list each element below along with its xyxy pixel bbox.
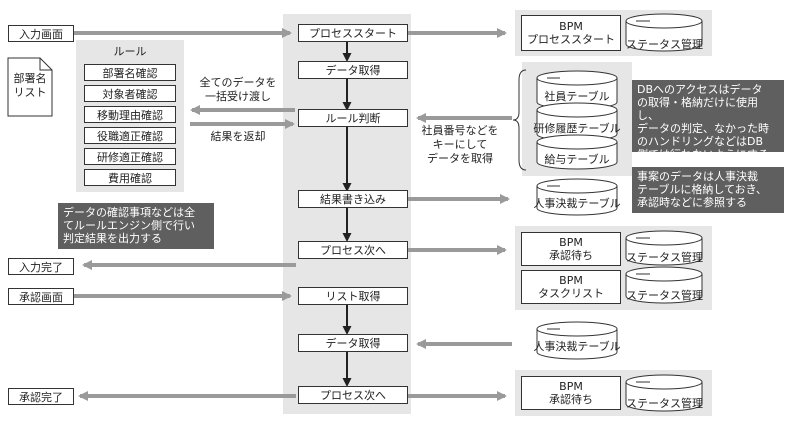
- bpm-subtitle: プロセススタート: [527, 33, 615, 46]
- list-fetch-box: リスト取得: [298, 287, 408, 305]
- input-screen-box: 入力画面: [8, 25, 74, 42]
- status-database-icon: [625, 374, 703, 412]
- status-label: ステータス管理: [626, 397, 703, 410]
- salary-table-label: 給与テーブル: [544, 153, 610, 166]
- database-icon: [536, 321, 618, 360]
- employee-key-label: 社員番号などを キーにして データを取得: [421, 124, 499, 165]
- bpm-title: BPM: [559, 380, 583, 393]
- status-label: ステータス管理: [626, 289, 703, 302]
- rule-item: 部署名確認: [84, 64, 176, 81]
- approval-screen-box: 承認画面: [8, 288, 74, 305]
- status-label: ステータス管理: [626, 251, 703, 264]
- hr-approval-table-label: 人事決裁テーブル: [533, 197, 621, 210]
- rule-engine-note: データの確認事項などは全 てルールエンジン側で行い 判定結果を出力する: [58, 203, 214, 249]
- approval-done-box: 承認完了: [8, 388, 74, 405]
- bpm-title: BPM: [559, 274, 583, 287]
- bpm-title: BPM: [559, 236, 583, 249]
- database-icon: [536, 134, 618, 170]
- status-database-icon: [625, 230, 703, 266]
- bpm-waiting-box: BPM 承認待ち: [521, 232, 621, 266]
- brace-icon: [512, 69, 527, 171]
- rule-item: 移動理由確認: [84, 106, 176, 123]
- employee-table-label: 社員テーブル: [544, 90, 610, 103]
- return-result-label: 結果を返却: [210, 130, 266, 143]
- database-icon: [536, 70, 618, 110]
- bpm-tasklist-box: BPM タスクリスト: [521, 270, 621, 304]
- db-access-note: DBへのアクセスはデータ の取得・格納だけに使用し、 データの判定、なかった時 …: [632, 80, 784, 161]
- bpm-process-start-box: BPM プロセススタート: [521, 15, 621, 51]
- rule-item: 対象者確認: [84, 85, 176, 102]
- document-icon: [7, 57, 53, 117]
- input-done-box: 入力完了: [8, 258, 74, 275]
- training-table-label: 研修履歴テーブル: [533, 122, 621, 135]
- rules-title: ルール: [113, 45, 147, 58]
- hr-table-note: 事案のデータは人事決裁 テーブルに格納しておき、 承認時などに参照する: [632, 167, 784, 213]
- rule-item: 研修適正確認: [84, 148, 176, 165]
- rule-item: 役職適正確認: [84, 127, 176, 144]
- result-write-box: 結果書き込み: [298, 190, 408, 208]
- bulk-pass-label: 全てのデータを 一括受け渡し: [199, 76, 277, 103]
- process-next-box: プロセス次へ: [298, 241, 408, 259]
- department-list-label: 部署名 リスト: [13, 72, 47, 99]
- rule-item: 費用確認: [84, 169, 176, 186]
- bpm-subtitle: タスクリスト: [538, 287, 604, 300]
- bpm-subtitle: 承認待ち: [549, 393, 593, 406]
- bpm-subtitle: 承認待ち: [549, 249, 593, 262]
- status-database-icon: [625, 266, 703, 304]
- rule-judgment-box: ルール判断: [298, 109, 408, 127]
- bpm-waiting-box-2: BPM 承認待ち: [521, 376, 621, 410]
- process-start-box: プロセススタート: [298, 24, 408, 42]
- data-fetch-box-2: データ取得: [298, 334, 408, 352]
- bpm-title: BPM: [559, 20, 583, 33]
- status-label: ステータス管理: [626, 38, 703, 51]
- database-icon: [536, 178, 618, 216]
- data-fetch-box: データ取得: [298, 61, 408, 79]
- hr-approval-table-label-2: 人事決裁テーブル: [533, 340, 621, 353]
- process-next-box-2: プロセス次へ: [298, 386, 408, 404]
- status-database-icon: [625, 13, 703, 52]
